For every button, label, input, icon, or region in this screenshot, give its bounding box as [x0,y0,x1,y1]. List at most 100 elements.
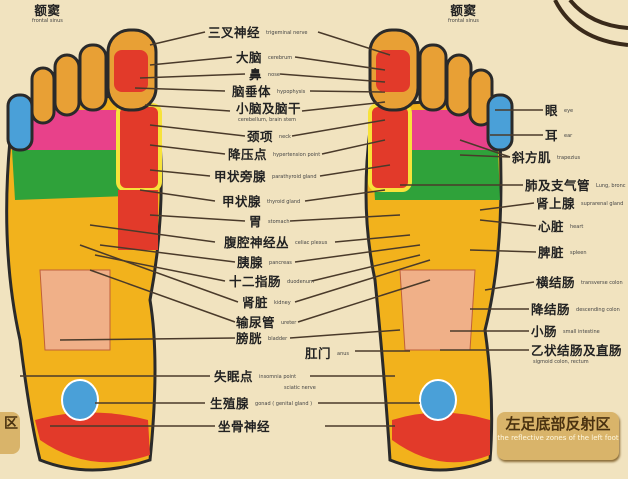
label-zh: 膀胱 [236,331,263,346]
label-en: celiac plexus [295,239,328,246]
badge-subtitle: the reflective zones of the left foot [497,434,619,442]
label-en: duodenum [287,278,314,285]
gonad-zone [419,379,457,421]
label-en: parathyroid gland [272,173,317,180]
label-zh: 横结肠 [536,275,576,290]
label-en: neck [279,133,291,140]
label-en: nose [268,71,280,78]
frontal-sinus-zh: 额窦 [450,3,477,18]
label-zh: 降压点 [228,147,268,162]
label-right-item: 脾脏 spleen [538,245,587,260]
label-zh: 斜方肌 [512,150,552,165]
label-zh: 小肠 [531,324,558,339]
label-en: cerebellum, brain stem [238,117,297,123]
label-en: spleen [570,249,587,256]
label-zh: 肾上腺 [536,196,576,211]
frontal-sinus-zh: 额窦 [34,3,61,18]
label-zh: 小脑及脑干 [236,101,302,116]
toes [6,28,158,152]
big-toe-base-zone [368,103,412,192]
label-zh: 脾脏 [538,245,565,260]
label-en: suprarenal gland [581,200,624,207]
stomach-zone [118,190,158,250]
label-en: small intestine [563,328,600,335]
label-zh: 颈项 [247,129,274,144]
label-zh: 输尿管 [236,315,276,330]
left-foot [364,28,514,472]
label-en: hypertension point [273,151,321,158]
label-center-item: 胰腺 pancreas [237,255,292,270]
label-en: thyroid gland [267,198,301,205]
label-zh: 降结肠 [531,302,571,317]
label-center-item: 失眠点 insomnia point sciatic nerve [214,369,316,392]
frontal-sinus-en: frontal sinus [32,18,63,24]
label-zh: 鼻 [249,67,263,82]
label-zh: 脑垂体 [232,84,272,99]
label-center-item: 甲状旁腺 parathyroid gland [214,169,317,184]
label-en: pancreas [269,259,292,266]
title-badge: 左足底部反射区 the reflective zones of the left… [497,412,619,460]
heel-zone-sciatic [35,412,150,463]
intestine-zone [39,269,111,351]
label-zh: 乙状结肠及直肠 [531,343,623,358]
label-zh: 坐骨神经 [218,419,271,434]
label-center-item: 坐骨神经 [218,419,276,434]
label-zh: 甲状旁腺 [214,169,267,184]
heel-zone-sciatic [392,412,490,463]
label-right-item: 眼 eye [545,103,573,118]
label-en: Lung, bronc [596,182,626,189]
label-zh: 甲状腺 [222,194,262,209]
label-right-item: 小肠 small intestine [531,324,600,339]
label-zh: 十二指肠 [229,274,282,289]
label-center-item: 颈项 neck [247,129,291,144]
label-center-item: 腹腔神经丛 celiac plexus [224,235,327,250]
label-zh: 腹腔神经丛 [224,235,290,250]
label-en: kidney [274,299,291,306]
label-en: trapezius [557,154,581,161]
label-right-item: 肾上腺 suprarenal gland [536,196,623,211]
leader-lines [20,31,543,427]
label-zh: 失眠点 [214,369,254,384]
label-en: ear [564,132,573,139]
label-zh: 心脏 [538,219,565,234]
label-en: cerebrum [268,54,293,61]
label-right-item: 横结肠 transverse colon [536,275,623,290]
label-zh: 胃 [249,214,263,229]
label-en: transverse colon [581,279,623,286]
label-right-item: 斜方肌 trapezius [512,150,580,165]
label-en: bladder [268,335,288,342]
intestine-zone [399,269,476,351]
label-en: eye [564,107,574,114]
label-zh: 眼 [545,103,559,118]
label-zh: 三叉神经 [208,25,261,40]
label-zh: 肾脏 [242,295,269,310]
label-en: anus [337,350,350,357]
gonad-zone [61,379,99,421]
big-toe-base-zone [116,103,162,192]
toes [368,28,514,152]
label-center-item: 甲状腺 thyroid gland [222,194,300,209]
decorative-swirl [553,0,628,47]
label-center-item: 十二指肠 duodenum [229,274,314,289]
label-zh: 胰腺 [237,255,264,270]
label-en: sigmoid colon, rectum [533,359,589,365]
top-label-right: 额窦 frontal sinus [448,3,479,25]
right-foot-badge-fragment: 区 [0,412,20,454]
frontal-sinus-en: frontal sinus [448,18,479,24]
badge-title: 左足底部反射区 [505,415,611,433]
label-en: insomnia point [259,373,297,380]
label-center-item: 膀胱 bladder [236,331,287,346]
label-en-sciatic: sciatic nerve [284,385,316,391]
